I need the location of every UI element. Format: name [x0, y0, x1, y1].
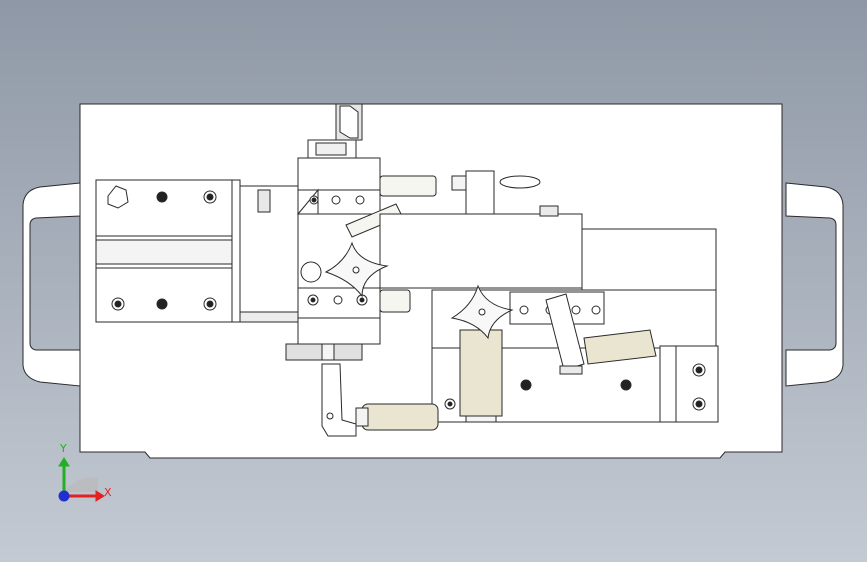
right-handle[interactable]	[785, 182, 844, 387]
z-axis-dot	[58, 490, 70, 502]
main-beam[interactable]	[379, 213, 583, 289]
top-clamp-arm[interactable]	[307, 103, 363, 159]
left-lower-clamp-block[interactable]	[95, 263, 239, 323]
y-axis-label: Y	[59, 442, 67, 455]
bottom-linkage[interactable]	[321, 363, 357, 437]
right-clamp-block[interactable]	[659, 345, 719, 423]
coordinate-triad: X Y	[58, 442, 112, 502]
bottom-cylinder[interactable]	[355, 403, 439, 431]
y-axis-arrow-head	[58, 457, 70, 467]
left-spacer-plates	[231, 179, 299, 323]
vertical-cylinder[interactable]	[459, 329, 503, 423]
right-star-knob[interactable]	[450, 284, 514, 340]
stop-post[interactable]	[451, 170, 559, 217]
left-star-knob[interactable]	[324, 241, 389, 298]
x-axis-label: X	[104, 486, 112, 499]
x-axis-arrow-head	[95, 490, 105, 502]
left-upper-clamp-block[interactable]	[95, 179, 239, 241]
left-rail	[95, 239, 241, 265]
left-handle[interactable]	[22, 182, 81, 387]
top-locating-pin[interactable]	[379, 175, 437, 313]
toggle-clamp[interactable]	[545, 293, 657, 375]
